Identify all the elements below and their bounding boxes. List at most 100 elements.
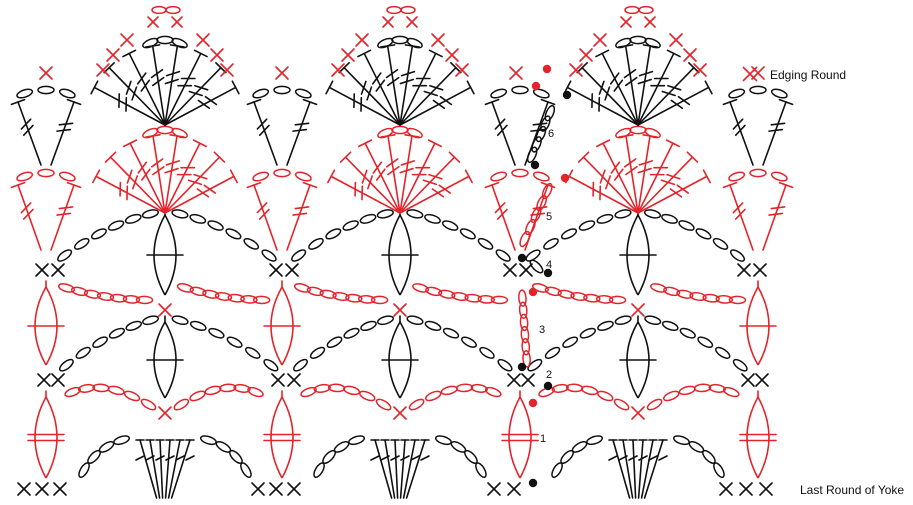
- round-start-dot: [528, 287, 538, 297]
- single-crochet-x: [509, 66, 523, 80]
- chain-oval: [70, 286, 89, 297]
- chain-oval: [518, 289, 527, 307]
- chain-oval: [325, 228, 342, 240]
- double-crochet-tick: [670, 99, 684, 110]
- chain-oval: [495, 249, 511, 262]
- chain-oval: [78, 462, 90, 479]
- chain-oval: [359, 213, 377, 224]
- double-crochet-tick: [175, 455, 185, 461]
- double-crochet: [164, 439, 171, 499]
- chain-oval: [511, 85, 529, 95]
- double-crochet-tick: [625, 165, 638, 176]
- double-crochet: [402, 439, 416, 499]
- chain-oval: [713, 462, 725, 479]
- chain-oval: [624, 5, 640, 15]
- double-crochet-tick: [431, 188, 445, 198]
- single-crochet-x: [51, 263, 65, 277]
- double-crochet-tick: [150, 158, 164, 168]
- round-start-dot: [560, 173, 570, 183]
- chain-oval: [702, 293, 720, 303]
- single-crochet-x: [569, 63, 583, 77]
- chain-oval: [440, 385, 458, 396]
- double-crochet-top: [122, 49, 137, 58]
- single-crochet-x: [719, 482, 733, 496]
- double-crochet-tick: [22, 208, 34, 220]
- chain-oval: [424, 213, 441, 224]
- double-crochet: [762, 101, 787, 166]
- round-start-dot: [517, 362, 527, 372]
- chain-oval: [77, 383, 96, 393]
- double-crochet-tick: [135, 455, 145, 461]
- chain-oval: [586, 435, 604, 446]
- double-crochet: [343, 66, 401, 126]
- double-crochet: [632, 439, 637, 499]
- chain-oval: [663, 286, 681, 297]
- double-crochet-tick: [648, 455, 658, 461]
- single-crochet-x: [579, 48, 593, 62]
- single-crochet-x: [355, 33, 369, 47]
- chain-oval: [343, 385, 361, 396]
- last-round-label: Last Round of Yoke: [800, 483, 904, 497]
- double-crochet-top: [596, 139, 611, 148]
- double-crochet-tick: [613, 168, 624, 181]
- chain-oval: [300, 386, 317, 398]
- chain-oval: [140, 398, 157, 411]
- chain-oval: [615, 127, 632, 139]
- chain-oval: [490, 295, 509, 305]
- chain-oval: [490, 171, 508, 182]
- chain-oval: [442, 327, 460, 339]
- chain-oval: [263, 358, 279, 372]
- double-crochet-tick: [188, 90, 203, 97]
- chain-oval: [214, 291, 233, 302]
- chain-oval: [562, 336, 579, 348]
- chain-oval: [597, 390, 614, 402]
- double-crochet: [387, 135, 401, 214]
- chain-oval: [579, 327, 597, 339]
- double-crochet: [491, 184, 516, 251]
- double-crochet-tick: [145, 455, 155, 461]
- double-crochet-top: [484, 181, 500, 189]
- double-crochet-tick: [58, 206, 74, 210]
- legend-x-mark: [742, 66, 758, 82]
- double-crochet: [164, 175, 235, 214]
- chain-oval: [543, 237, 559, 250]
- round-start-dot: [531, 81, 541, 91]
- chain-oval: [477, 237, 494, 250]
- double-crochet-tick: [165, 455, 175, 461]
- chain-oval: [92, 336, 108, 349]
- chain-oval: [37, 85, 55, 95]
- double-crochet: [149, 439, 161, 499]
- chain-oval: [557, 289, 575, 299]
- double-crochet-tick: [400, 455, 410, 461]
- single-crochet-x: [37, 373, 51, 387]
- chain-oval: [521, 338, 531, 356]
- double-crochet-tick: [140, 79, 151, 92]
- chain-oval: [293, 358, 308, 372]
- double-crochet-tick: [20, 118, 32, 130]
- chain-oval: [252, 295, 271, 305]
- double-crochet-top: [427, 139, 442, 148]
- double-crochet-tick: [661, 90, 676, 97]
- chain-oval: [461, 336, 477, 348]
- chain-oval: [306, 286, 324, 297]
- double-crochet-top: [302, 181, 318, 189]
- single-crochet-x: [269, 482, 283, 496]
- chain-oval: [672, 435, 690, 446]
- single-crochet-x: [120, 33, 134, 47]
- chain-oval: [345, 293, 363, 303]
- chain-oval: [595, 294, 614, 304]
- chain-oval: [459, 228, 476, 240]
- round-start-dot: [562, 90, 572, 100]
- chain-oval: [308, 237, 324, 250]
- double-crochet-top: [702, 169, 711, 184]
- double-crochet-tick: [734, 124, 746, 137]
- double-crochet-top: [92, 169, 101, 184]
- double-crochet-tick: [732, 202, 744, 214]
- single-crochet-x: [158, 406, 172, 420]
- chain-oval: [294, 171, 312, 182]
- double-crochet-top: [466, 80, 475, 95]
- single-crochet-x: [220, 63, 234, 77]
- double-crochet: [17, 101, 42, 166]
- chain-oval: [171, 127, 188, 139]
- chain-oval: [412, 283, 430, 293]
